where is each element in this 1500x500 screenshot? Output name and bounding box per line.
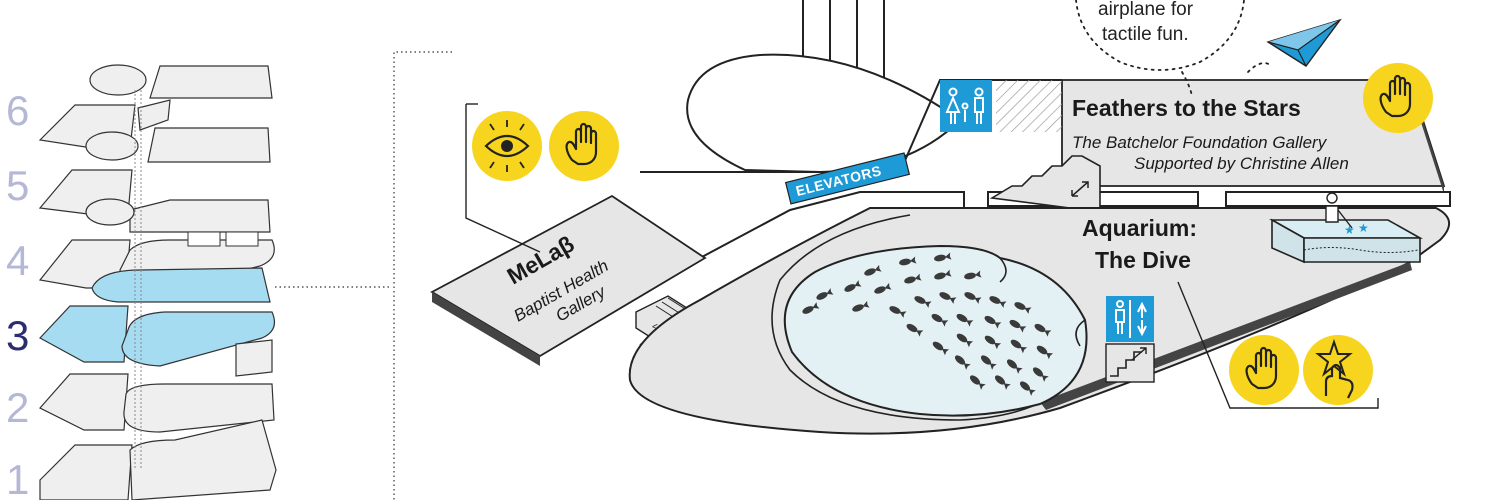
svg-text:★: ★: [1358, 221, 1369, 235]
melab-gallery[interactable]: MeLaβ Baptist Health Gallery: [430, 194, 707, 366]
callout-line-2: tactile fun.: [1102, 24, 1189, 45]
upper-platform: [686, 53, 962, 174]
paper-airplane-icon: [1266, 18, 1342, 67]
feathers-title: Feathers to the Stars: [1072, 95, 1301, 121]
aquarium-title-1: Aquarium:: [1082, 215, 1197, 241]
floor-label-4[interactable]: 4: [6, 237, 29, 284]
floor-label-5[interactable]: 5: [6, 162, 29, 209]
floor-1-plan[interactable]: [39, 419, 277, 500]
hand-touch-icon: [1229, 335, 1299, 405]
starfish-touch-icon: [1303, 335, 1373, 405]
map-frame-dotted: [393, 51, 452, 500]
callout-line-1: airplane for: [1098, 0, 1194, 20]
stairs-up-icon: [989, 155, 1101, 209]
hatched-area: [996, 80, 1062, 132]
floor-3-plan[interactable]: [39, 267, 275, 367]
floor-2-plan[interactable]: [39, 339, 275, 433]
floor-6-plan[interactable]: [38, 64, 273, 149]
aquarium-title-2: The Dive: [1095, 247, 1191, 273]
floor-label-1[interactable]: 1: [6, 456, 29, 500]
stairs-icon: [1105, 343, 1155, 383]
eye-icon: [472, 111, 542, 181]
airplane-callout: airplane for tactile fun.: [1075, 0, 1273, 97]
floor-3-map: MeLaβ Baptist Health Gallery <->: [430, 0, 1451, 435]
floor-label-3[interactable]: 3: [6, 312, 29, 359]
floor-label-2[interactable]: 2: [6, 384, 29, 431]
elevator-icon: [1106, 296, 1154, 342]
hand-touch-icon: [549, 111, 619, 181]
floor-selector: 6 5 4 3 2 1: [6, 64, 390, 500]
touch-tank: ★ ★: [1268, 192, 1424, 264]
aquarium-tank: [783, 244, 1088, 417]
feathers-gallery[interactable]: Feathers to the Stars The Batchelor Foun…: [1061, 79, 1446, 194]
feathers-sub-2: Supported by Christine Allen: [1134, 154, 1349, 173]
hand-touch-icon: [1363, 63, 1433, 133]
svg-text:★: ★: [1344, 223, 1355, 237]
feathers-sub-1: The Batchelor Foundation Gallery: [1072, 133, 1328, 152]
floor-label-6[interactable]: 6: [6, 87, 29, 134]
family-restroom-icon: [940, 80, 992, 132]
